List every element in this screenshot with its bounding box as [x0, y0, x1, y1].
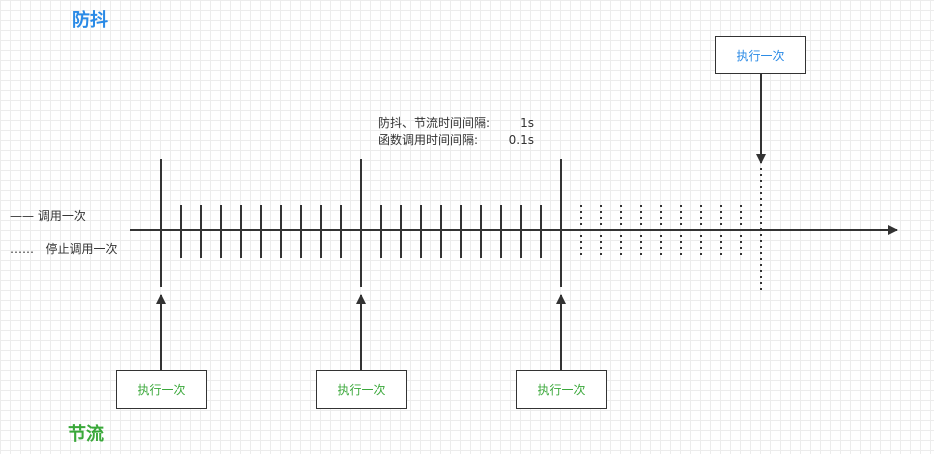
call-interval-label: 函数调用时间间隔: [378, 133, 479, 147]
debounce-throttle-interval-label: 防抖、节流时间间隔: [378, 116, 491, 130]
throttle-exec-box-3: 执行一次 [516, 370, 607, 409]
throttle-title: 节流 [68, 424, 104, 445]
interval-info-1: 防抖、节流时间间隔: 1s [378, 114, 534, 131]
debounce-title: 防抖 [72, 10, 108, 31]
debounce-throttle-interval-value: 1s [520, 116, 534, 130]
interval-info-2: 函数调用时间间隔: 0.1s [378, 131, 534, 148]
debounce-exec-box: 执行一次 [715, 36, 806, 74]
exec-arrows [156, 74, 766, 370]
legend-stop: …… 停止调用一次 [10, 242, 118, 256]
throttle-exec-box-2: 执行一次 [316, 370, 407, 409]
call-interval-value: 0.1s [508, 133, 534, 147]
legend-call: —— 调用一次 [10, 209, 86, 223]
call-ticks [160, 159, 762, 293]
throttle-exec-box-1: 执行一次 [116, 370, 207, 409]
